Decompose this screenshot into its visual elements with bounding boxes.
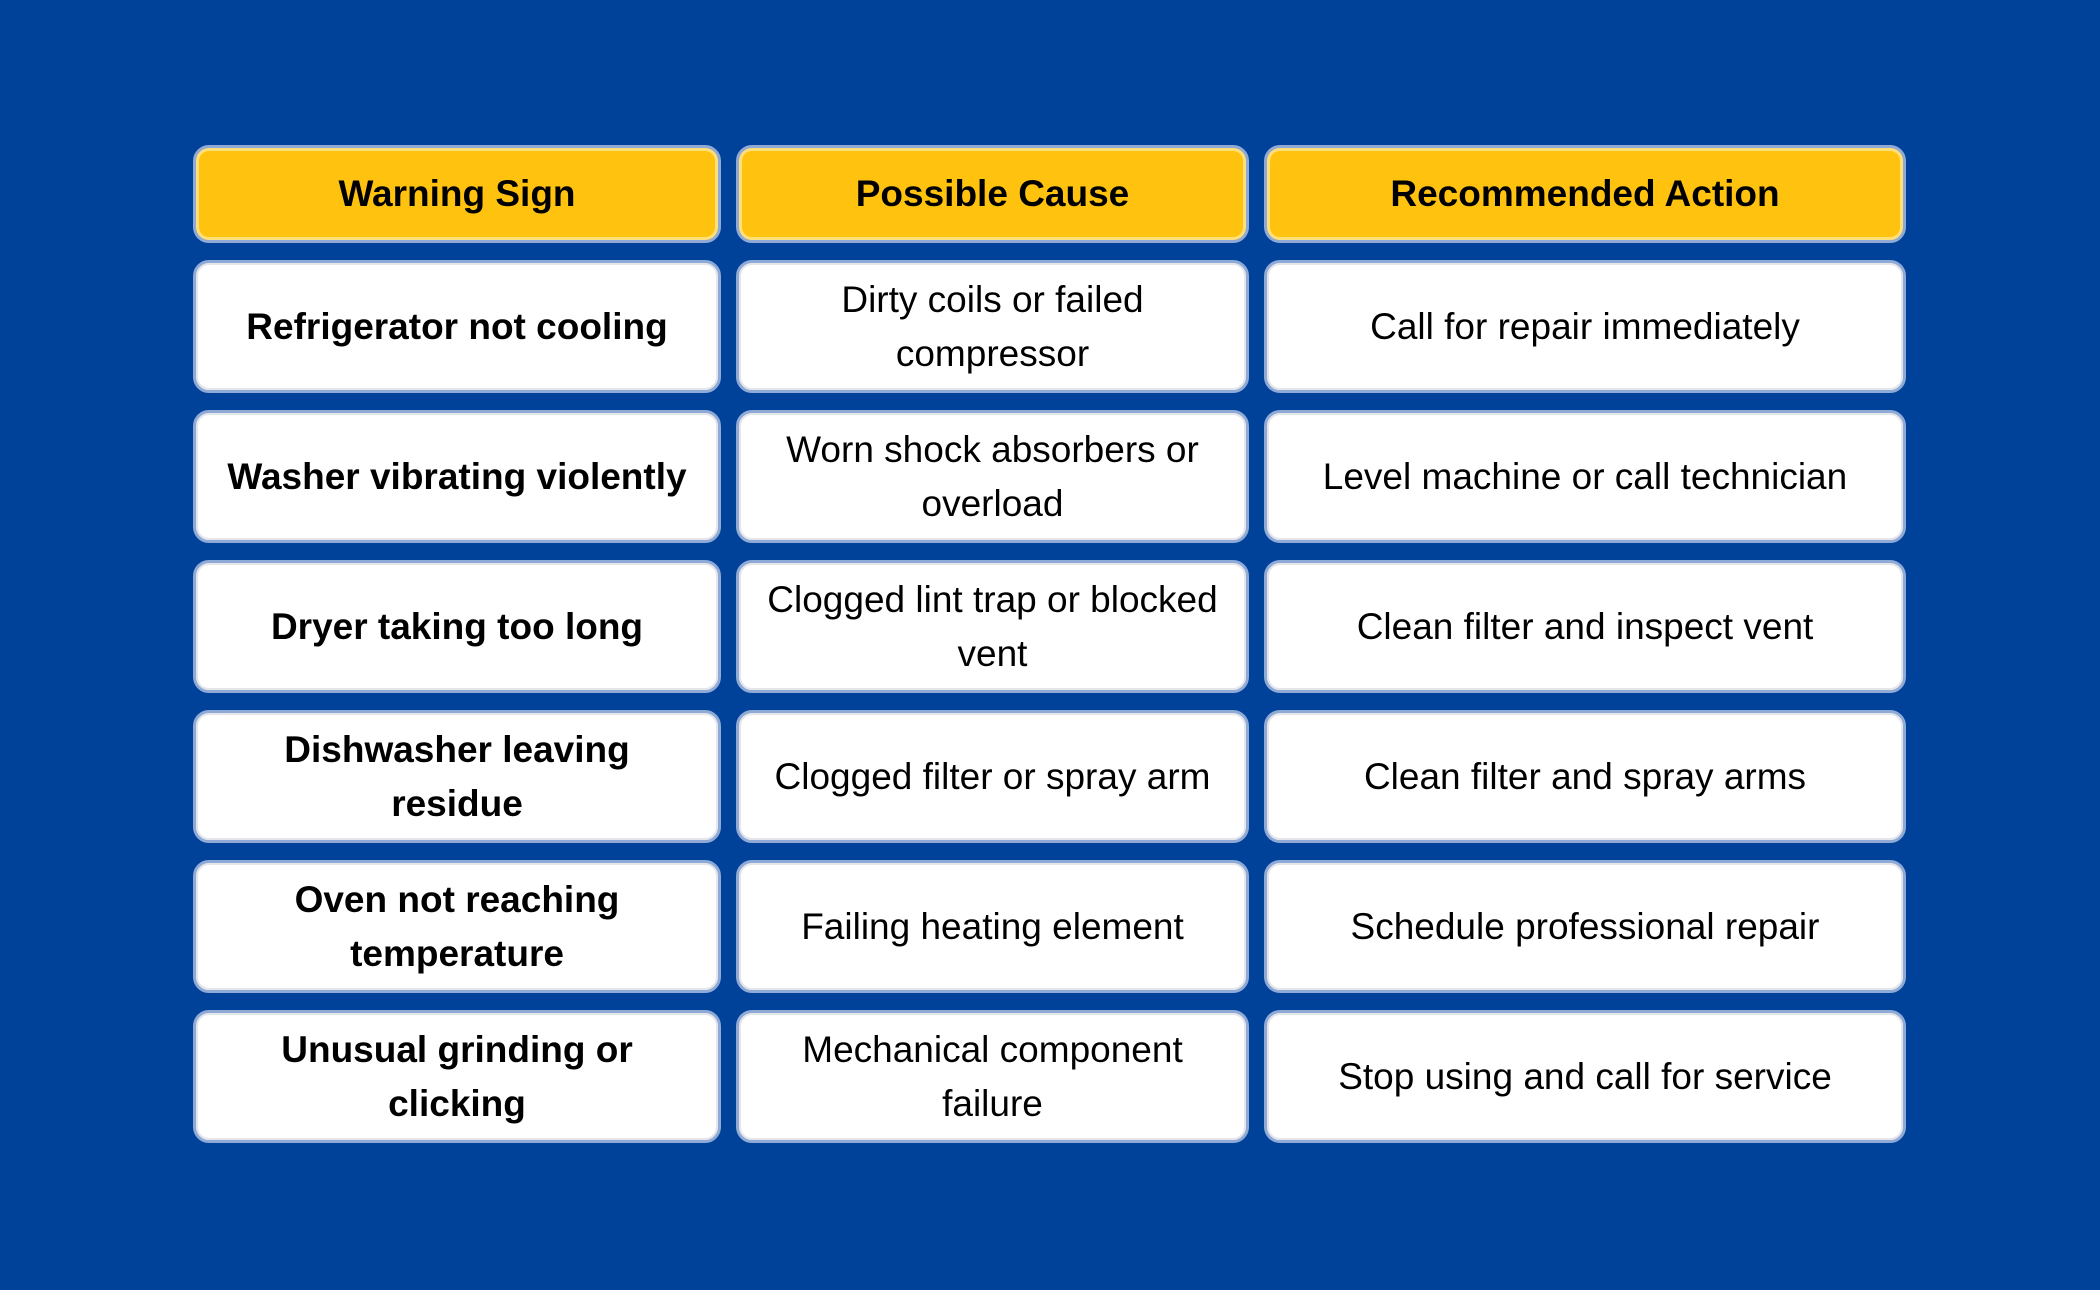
row-6-possible-cause: Mechanical component failure [736, 1010, 1249, 1143]
row-6-warning-sign: Unusual grinding or clicking [193, 1010, 721, 1143]
row-5-recommended-action: Schedule professional repair [1264, 860, 1906, 993]
header-warning-sign: Warning Sign [193, 145, 721, 243]
header-recommended-action: Recommended Action [1264, 145, 1906, 243]
row-3-recommended-action: Clean filter and inspect vent [1264, 560, 1906, 693]
row-4-warning-sign: Dishwasher leaving residue [193, 710, 721, 843]
row-2-recommended-action: Level machine or call technician [1264, 410, 1906, 543]
row-4-possible-cause: Clogged filter or spray arm [736, 710, 1249, 843]
row-1-recommended-action: Call for repair immediately [1264, 260, 1906, 393]
row-6-recommended-action: Stop using and call for service [1264, 1010, 1906, 1143]
row-2-possible-cause: Worn shock absorbers or overload [736, 410, 1249, 543]
row-2-warning-sign: Washer vibrating violently [193, 410, 721, 543]
header-possible-cause: Possible Cause [736, 145, 1249, 243]
row-1-possible-cause: Dirty coils or failed compressor [736, 260, 1249, 393]
row-5-warning-sign: Oven not reaching temperature [193, 860, 721, 993]
row-5-possible-cause: Failing heating element [736, 860, 1249, 993]
row-3-possible-cause: Clogged lint trap or blocked vent [736, 560, 1249, 693]
row-3-warning-sign: Dryer taking too long [193, 560, 721, 693]
row-4-recommended-action: Clean filter and spray arms [1264, 710, 1906, 843]
row-1-warning-sign: Refrigerator not cooling [193, 260, 721, 393]
